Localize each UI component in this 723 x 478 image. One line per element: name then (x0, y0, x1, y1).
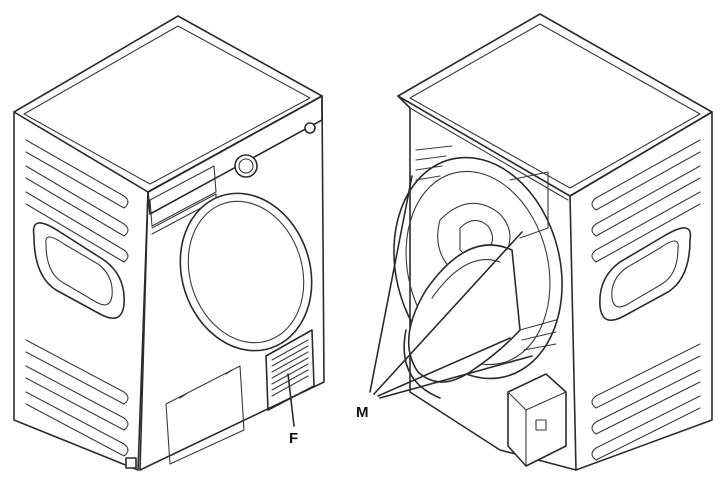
callout-F: F (289, 430, 299, 447)
F-leader-line (287, 373, 295, 427)
left-dryer-top (13, 15, 323, 193)
left-dryer-side-panel (13, 111, 149, 471)
left-side-oval (32, 222, 125, 320)
M-leader-lines (369, 175, 533, 399)
duct-hose (407, 244, 521, 383)
lower-access-panel (165, 365, 245, 465)
control-panel (147, 95, 323, 215)
water-drawer (149, 165, 217, 227)
callout-M: M (356, 404, 369, 421)
right-side-oval (599, 227, 692, 322)
left-dryer-front-view (13, 15, 325, 471)
program-knob (234, 154, 258, 178)
right-dryer-rear-view (369, 13, 713, 471)
left-dryer-foot (125, 457, 137, 469)
right-dryer-side-panel (569, 111, 713, 471)
left-side-ribs (25, 139, 129, 457)
power-button (304, 122, 316, 134)
right-dryer-top (397, 13, 713, 197)
right-side-ribs (591, 139, 701, 461)
front-vent-grille (265, 329, 315, 411)
door (179, 192, 313, 352)
